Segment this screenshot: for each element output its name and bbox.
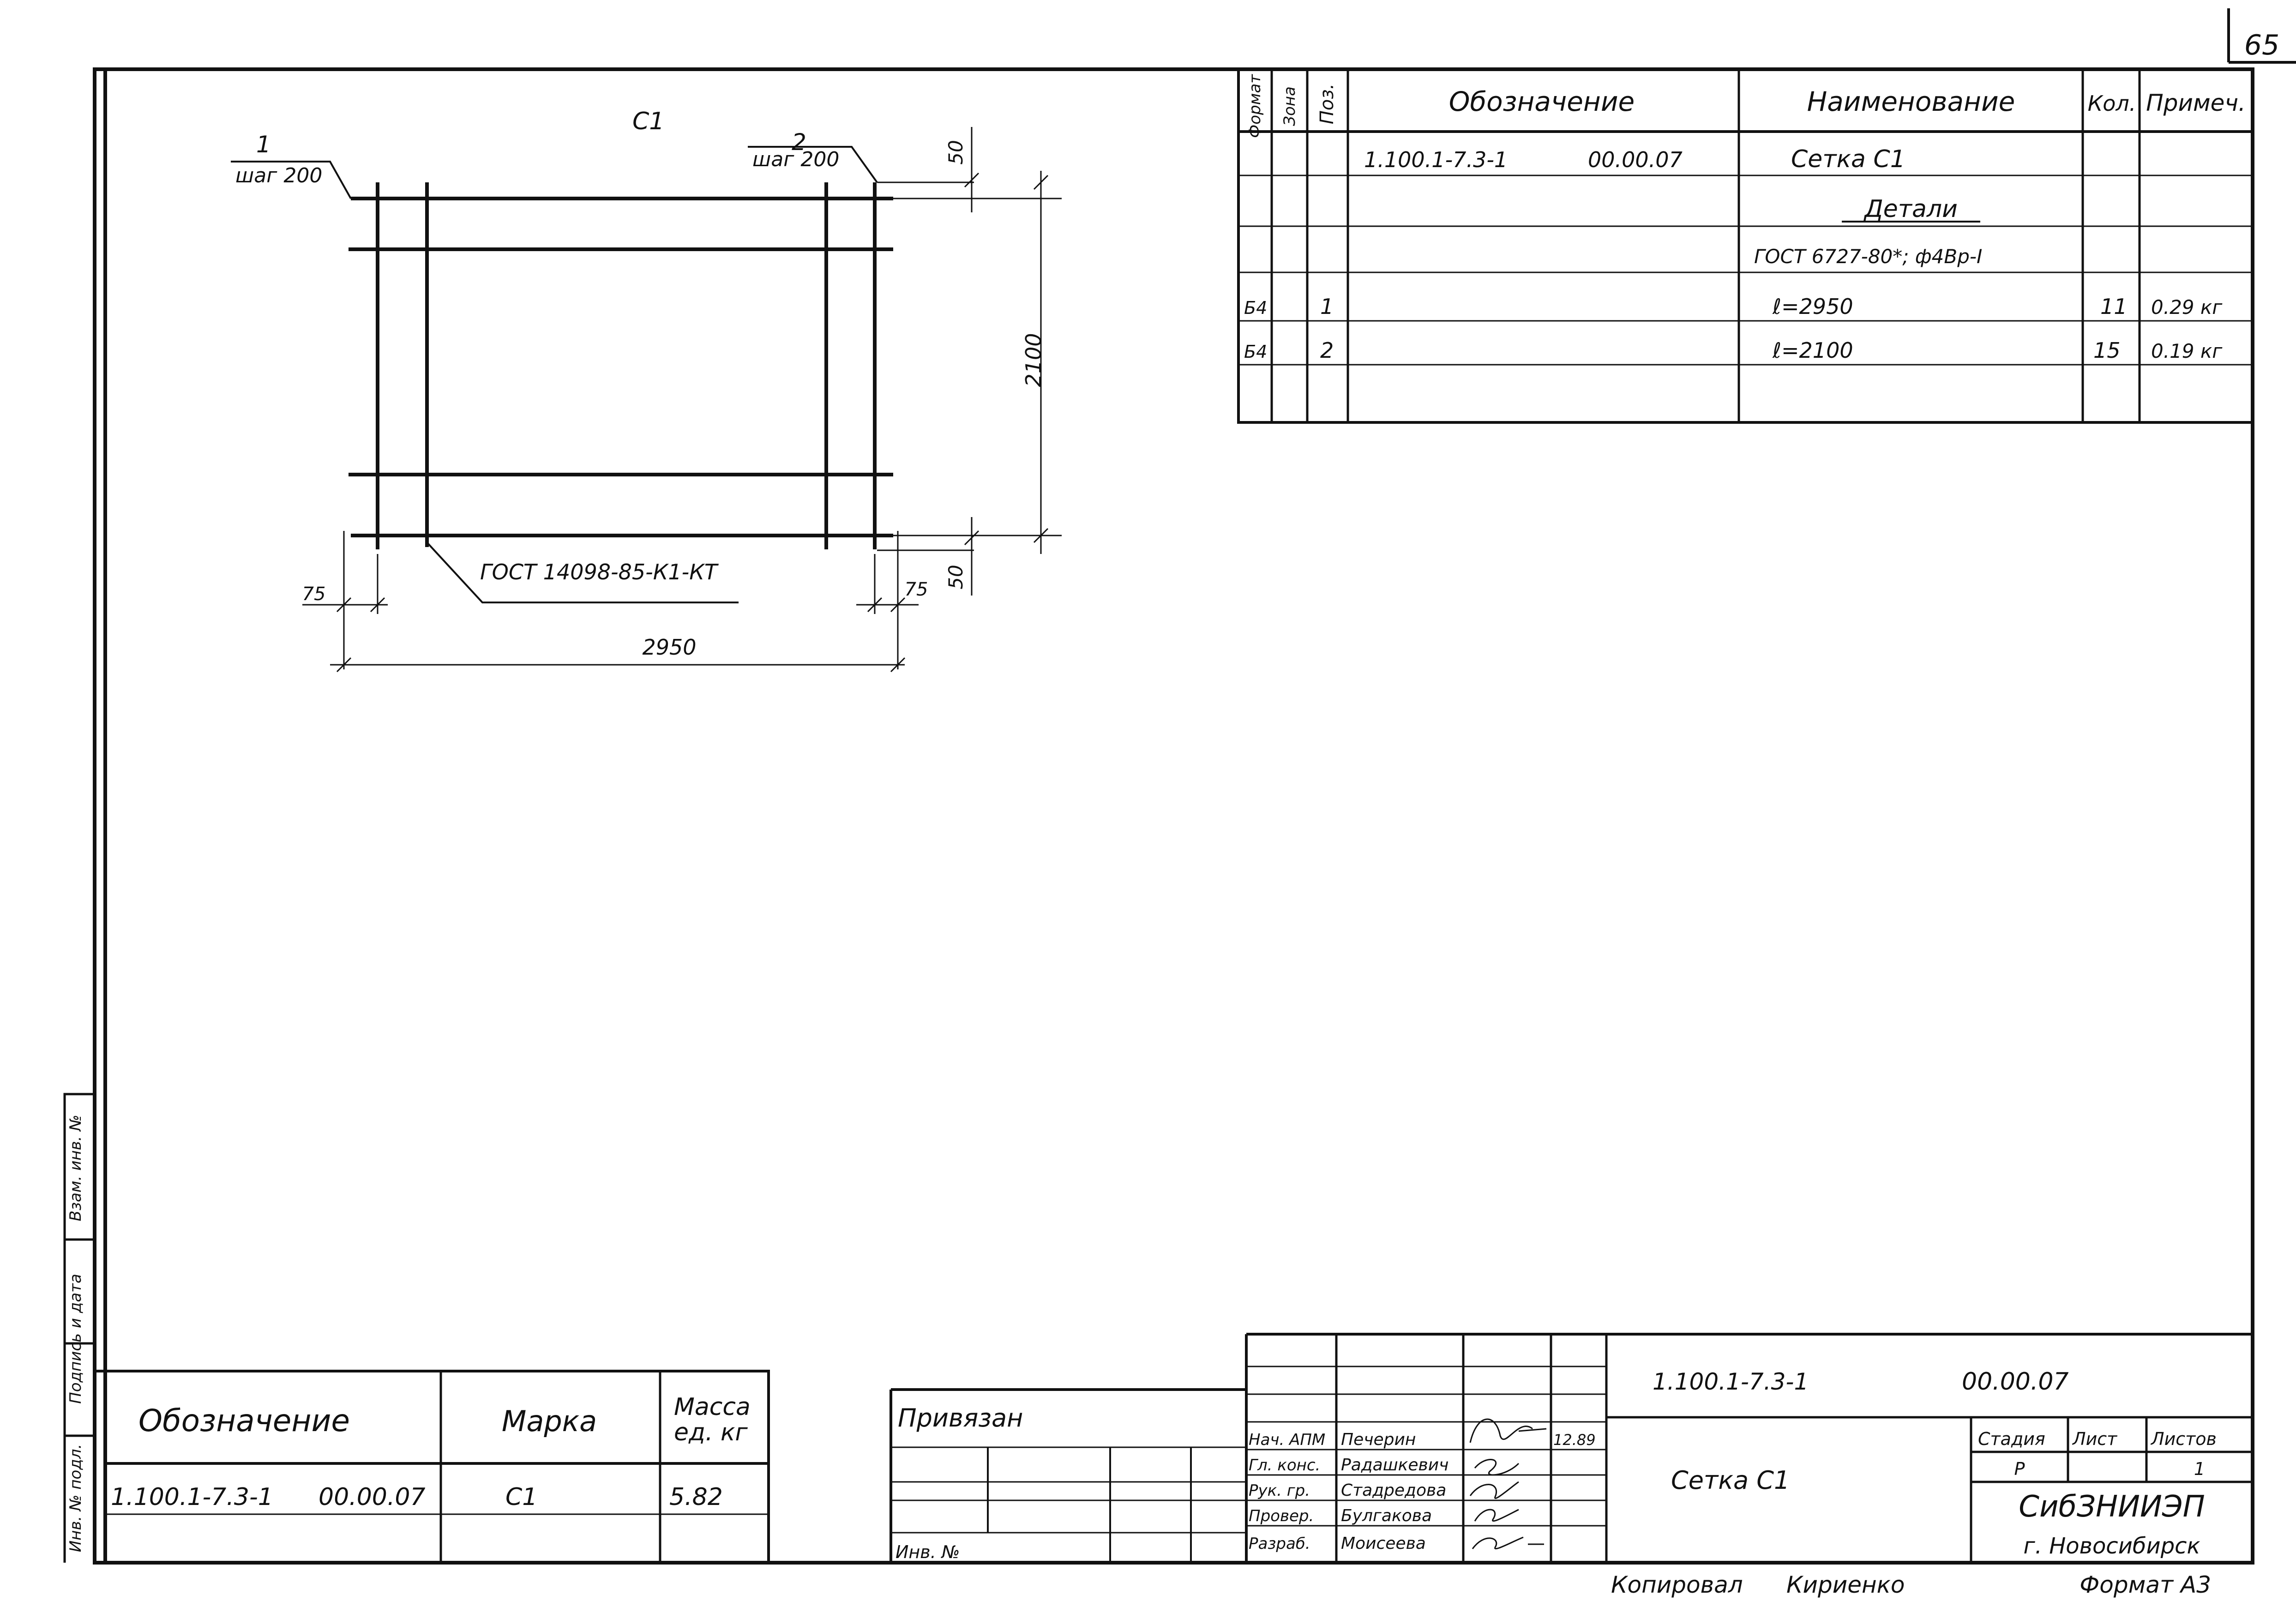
signature-scribbles <box>1469 1418 1547 1550</box>
spec-steel-ref: ГОСТ 6727-80*; ф4Вр-I <box>1754 245 1982 268</box>
pos1-label: 1 <box>256 131 271 158</box>
sig-role: Рук. гр. <box>1249 1481 1310 1500</box>
marks-designation: 1.100.1-7.3-1 <box>111 1483 273 1511</box>
sig-name: Радашкевич <box>1341 1456 1449 1475</box>
sig-role: Гл. конс. <box>1249 1456 1320 1475</box>
sig-date: 12.89 <box>1553 1431 1596 1449</box>
marks-header-mark: Марка <box>502 1404 597 1438</box>
spec-header-designation: Обозначение <box>1449 86 1635 117</box>
footer-copied-label: Копировал <box>1611 1571 1743 1598</box>
sig-name: Булгакова <box>1341 1506 1432 1525</box>
dim-top: 50 <box>944 140 967 164</box>
spec-row-qty: 11 <box>2100 294 2128 319</box>
side-stamp: Инв. № подл. Подпись и дата Взам. инв. № <box>63 1093 95 1563</box>
tb-doc-number: 1.100.1-7.3-1 <box>1653 1368 1809 1395</box>
spec-header-qty: Кол. <box>2088 91 2136 116</box>
spec-row-note: 0.29 кг <box>2151 296 2223 319</box>
side-inv-podl: Инв. № подл. <box>66 1444 85 1553</box>
tb-city: г. Новосибирск <box>2023 1533 2200 1559</box>
spec-header-pos: Поз. <box>1316 84 1338 125</box>
tb-stage: Р <box>2014 1459 2025 1479</box>
sig-name: Стадредова <box>1341 1481 1446 1500</box>
signature-row: Провер. Булгакова <box>1249 1506 1432 1525</box>
bound-inv: Инв. № <box>896 1542 960 1562</box>
bound-table: Привязан Инв. № <box>890 1388 1246 1563</box>
spec-row-format: Б4 <box>1244 342 1267 362</box>
signature-row: Нач. АПМ Печерин 12.89 <box>1249 1430 1596 1449</box>
spec-row-format: Б4 <box>1244 298 1267 318</box>
spec-item-name: Сетка С1 <box>1791 145 1905 173</box>
marks-header-mass-2: ед. кг <box>674 1419 748 1446</box>
tb-sheets: 1 <box>2194 1459 2205 1479</box>
page-number-box: 65 <box>2227 8 2296 64</box>
spec-header-name: Наименование <box>1807 86 2015 117</box>
pos1-step: шаг 200 <box>235 164 322 187</box>
signature-row: Разраб. Моисеева <box>1249 1534 1426 1553</box>
sig-name: Моисеева <box>1341 1534 1426 1553</box>
frame <box>93 67 2254 1565</box>
weld-note: ГОСТ 14098-85-К1-КТ <box>480 560 719 584</box>
spec-section: Детали <box>1863 195 1958 223</box>
dim-bottom: 50 <box>944 565 967 589</box>
table-row: 1.100.1-7.3-1 00.00.07 С1 5.82 <box>111 1483 723 1511</box>
tb-doc-code: 00.00.07 <box>1962 1368 2069 1396</box>
spec-row-qty: 15 <box>2093 338 2121 363</box>
spec-row-pos: 1 <box>1320 294 1334 319</box>
marks-header-designation: Обозначение <box>138 1403 350 1438</box>
signature-row: Рук. гр. Стадредова <box>1249 1481 1446 1500</box>
sig-role: Нач. АПМ <box>1249 1431 1325 1449</box>
sig-name: Печерин <box>1341 1430 1416 1449</box>
marks-mark: С1 <box>505 1483 537 1511</box>
signature-row: Гл. конс. Радашкевич <box>1249 1456 1449 1475</box>
mesh-mark: С1 <box>632 108 664 135</box>
marks-header-mass-1: Масса <box>674 1393 751 1421</box>
footer: Копировал Кириенко Формат А3 <box>1611 1571 2211 1598</box>
spec-table: Формат Зона Поз. Обозначение Наименовани… <box>1237 69 2253 424</box>
dim-width: 2950 <box>642 635 696 660</box>
dim-left: 75 <box>302 584 326 605</box>
marks-mass: 5.82 <box>669 1483 723 1511</box>
table-row: Б4 2 ℓ=2100 15 0.19 кг <box>1244 338 2223 363</box>
spec-header-note: Примеч. <box>2146 90 2246 116</box>
tb-stage-label: Стадия <box>1978 1429 2045 1449</box>
tb-org: СибЗНИИЭП <box>2019 1490 2205 1524</box>
table-row: Б4 1 ℓ=2950 11 0.29 кг <box>1244 294 2223 319</box>
dim-height: 2100 <box>1021 333 1046 387</box>
sig-role: Провер. <box>1249 1507 1314 1525</box>
spec-row-note: 0.19 кг <box>2151 340 2223 362</box>
spec-header-zone: Зона <box>1280 86 1299 126</box>
mesh-drawing: С1 1 шаг 200 2 шаг 200 2100 50 50 2950 7… <box>231 108 1062 673</box>
page-number: 65 <box>2244 29 2279 61</box>
spec-row-name: ℓ=2100 <box>1772 338 1853 363</box>
pos2-label: 2 <box>792 129 806 156</box>
sig-role: Разраб. <box>1249 1535 1310 1553</box>
side-sign-date: Подпись и дата <box>66 1274 85 1404</box>
marks-table: Обозначение Марка Масса ед. кг 1.100.1-7… <box>95 1370 770 1563</box>
spec-header-format: Формат <box>1246 74 1264 138</box>
title-block: Нач. АПМ Печерин 12.89 Гл. конс. Радашке… <box>1245 1333 2253 1563</box>
tb-sheets-label: Листов <box>2150 1429 2217 1449</box>
tb-sheet-label: Лист <box>2072 1429 2118 1449</box>
pos2-step: шаг 200 <box>752 148 839 171</box>
marks-code: 00.00.07 <box>319 1483 426 1511</box>
bound-title: Привязан <box>898 1403 1023 1432</box>
spec-row-pos: 2 <box>1320 338 1334 363</box>
side-vzam-inv: Взам. инв. № <box>66 1115 85 1222</box>
spec-row-name: ℓ=2950 <box>1772 294 1853 319</box>
footer-format: Формат А3 <box>2080 1571 2211 1598</box>
dim-right: 75 <box>905 579 928 600</box>
footer-copied-name: Кириенко <box>1786 1571 1905 1598</box>
spec-designation: 1.100.1-7.3-1 <box>1364 147 1508 172</box>
tb-title: Сетка С1 <box>1671 1466 1790 1495</box>
spec-designation-code: 00.00.07 <box>1588 147 1683 172</box>
